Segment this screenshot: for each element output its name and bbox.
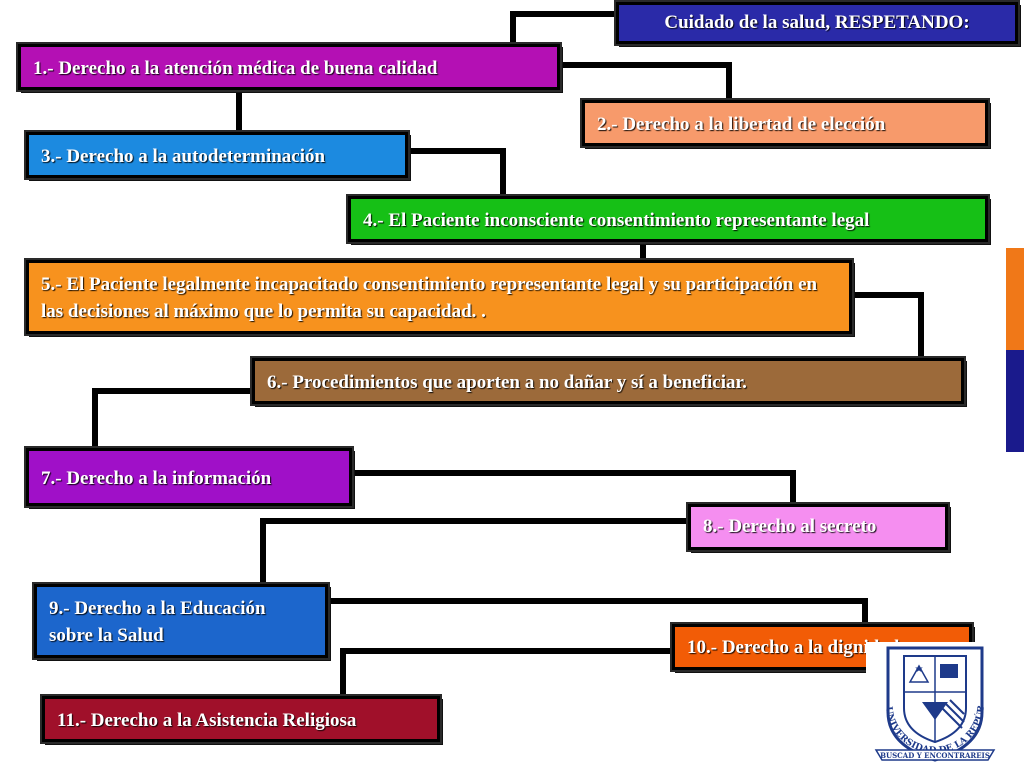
item-text-11: 11.- Derecho a la Asistencia Religiosa [57,710,357,731]
item-box-5: 5.- El Paciente legalmente incapacitado … [24,258,854,336]
item-box-6: 6.- Procedimientos que aporten a no daña… [250,356,966,406]
svg-text:★: ★ [915,664,924,675]
item-text-10: 10.- Derecho a la dignidad [687,637,900,658]
item-text-8: 8.- Derecho al secreto [703,516,877,537]
item-text-2: 2.- Derecho a la libertad de elección [597,114,886,135]
item-text-6: 6.- Procedimientos que aporten a no daña… [267,372,747,393]
title-text: Cuidado de la salud, RESPETANDO: [664,12,970,33]
item-box-7: 7.- Derecho a la información [24,446,354,508]
title-box: Cuidado de la salud, RESPETANDO: [614,0,1020,46]
item-box-1: 1.- Derecho a la atención médica de buen… [16,42,562,92]
item-text-7: 7.- Derecho a la información [41,468,272,489]
university-seal-icon: ★ UNIVERSIDAD DE LA REPÚBLICA BUSCAD Y E… [866,642,996,762]
item-text-9: 9.- Derecho a la Educación sobre la Salu… [49,598,266,646]
item-text-1: 1.- Derecho a la atención médica de buen… [33,58,438,79]
item-box-2: 2.- Derecho a la libertad de elección [580,98,990,148]
item-text-4: 4.- El Paciente inconsciente consentimie… [363,210,870,231]
item-box-9: 9.- Derecho a la Educación sobre la Salu… [32,582,330,660]
item-text-3: 3.- Derecho a la autodeterminación [41,146,326,167]
item-box-3: 3.- Derecho a la autodeterminación [24,130,410,180]
accent-stripe-blue [1006,350,1024,452]
item-box-11: 11.- Derecho a la Asistencia Religiosa [40,694,442,744]
item-box-4: 4.- El Paciente inconsciente consentimie… [346,194,990,244]
logo-motto: BUSCAD Y ENCONTRAREIS [880,751,990,760]
accent-stripe-orange [1006,248,1024,350]
item-box-8: 8.- Derecho al secreto [686,502,950,552]
item-text-5: 5.- El Paciente legalmente incapacitado … [41,274,818,322]
university-logo: ★ UNIVERSIDAD DE LA REPÚBLICA BUSCAD Y E… [866,642,1004,768]
